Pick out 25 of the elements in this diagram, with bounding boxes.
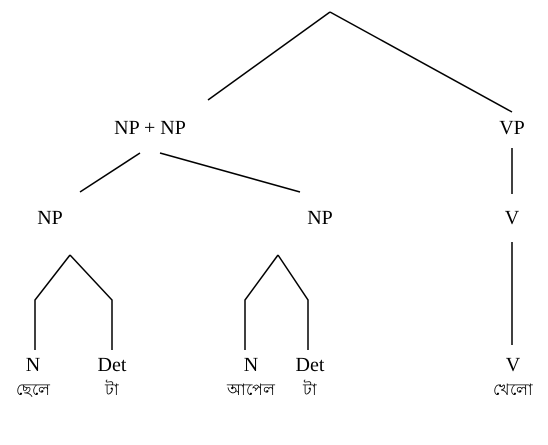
word-label: খেলো [493, 381, 533, 401]
tree-branch [208, 11, 330, 101]
tree-branch [511, 148, 513, 194]
word-label: টা [303, 378, 317, 404]
tree-branch [511, 242, 513, 345]
tree-branch [330, 11, 512, 113]
category-label: NP + NP [114, 116, 186, 141]
tree-branch [80, 152, 140, 193]
word-label: আপেল [227, 381, 275, 401]
category-label: Det [98, 353, 126, 378]
word-label: টা [105, 378, 119, 404]
tree-branch [34, 254, 71, 350]
category-label: NP [37, 206, 63, 231]
category-label: VP [499, 116, 525, 141]
category-label: NP [307, 206, 333, 231]
tree-branch [244, 254, 279, 350]
tree-branch [277, 254, 309, 350]
word-label: ছেলে [16, 381, 50, 401]
tree-branch [69, 254, 113, 350]
tree-branch [160, 152, 300, 193]
category-label: N [244, 353, 258, 378]
category-label: V [504, 206, 520, 231]
category-label: N [26, 353, 40, 378]
category-label: Det [296, 353, 324, 378]
category-label: V [506, 353, 520, 378]
